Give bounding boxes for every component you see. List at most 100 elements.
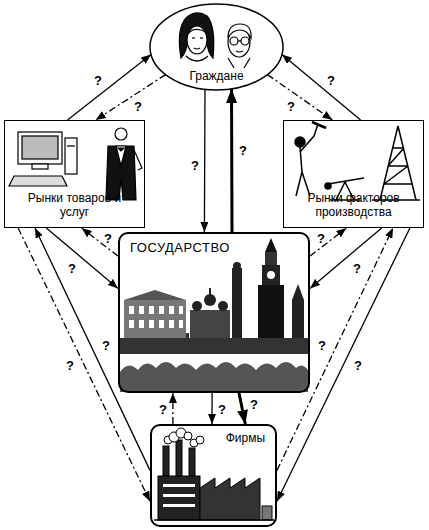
illustration-shape: [163, 504, 195, 507]
illustration-shape: [115, 128, 127, 140]
node-label: Фирмы: [226, 432, 265, 446]
flow-question-mark: ?: [104, 231, 112, 246]
illustration-shape: [267, 271, 275, 279]
goods-flow-arrow: [310, 228, 382, 288]
illustration-shape: [292, 284, 304, 300]
flow-question-mark: ?: [191, 158, 199, 173]
flow-question-mark: ?: [239, 143, 247, 158]
market-box: Рынки факторов производства: [283, 120, 424, 228]
node-label: ГОСУДАРСТВО: [130, 241, 230, 256]
illustration-shape: [67, 145, 75, 146]
illustration-shape: [209, 288, 211, 295]
illustration-shape: [124, 300, 186, 338]
illustration-shape: [118, 148, 124, 151]
state-box: ГОСУДАРСТВО: [118, 232, 310, 393]
illustration-shape: [228, 58, 250, 68]
ellipse-shape: [150, 4, 283, 90]
illustration-shape: [262, 506, 272, 520]
illustration-shape: [159, 320, 164, 328]
firms-box: Фирмы: [150, 424, 277, 527]
goods-flow-arrow: [282, 55, 361, 121]
illustration-shape: [188, 29, 206, 34]
illustration-shape: [204, 294, 216, 306]
worker-and-derrick: [295, 122, 420, 200]
flow-question-mark: ?: [159, 402, 167, 417]
illustration-shape: [312, 122, 326, 128]
flow-question-mark: ?: [354, 358, 362, 373]
illustration-shape: [192, 301, 202, 311]
illustration-shape: [187, 26, 207, 54]
illustration-shape: [149, 306, 154, 314]
flow-question-mark: ?: [353, 261, 361, 276]
goods-flow-arrow: [35, 228, 150, 470]
illustration-shape: [176, 440, 182, 476]
node-label: Рынки факторов производства: [298, 192, 409, 220]
illustration-shape: [238, 40, 241, 41]
flow-question-mark: ?: [317, 231, 325, 246]
illustration-shape: [149, 320, 154, 328]
flow-question-mark: ?: [102, 338, 110, 353]
illustration-shape: [154, 519, 274, 521]
illustration-shape: [200, 478, 260, 520]
goods-flow-arrow: [230, 89, 234, 232]
illustration-shape: [124, 290, 186, 300]
illustration-shape: [232, 268, 242, 338]
illustration-shape: [139, 306, 144, 314]
illustration-shape: [120, 338, 308, 354]
flow-question-mark: ?: [94, 73, 102, 88]
illustration-shape: [262, 265, 280, 285]
flow-question-mark: ?: [66, 358, 74, 373]
flow-question-mark: ?: [318, 338, 326, 353]
flow-question-mark: ?: [287, 99, 295, 114]
illustration-shape: [184, 432, 192, 440]
illustration-shape: [228, 24, 251, 38]
money-flow-arrow: [267, 75, 332, 120]
illustration-shape: [192, 37, 195, 38]
illustration-shape: [129, 320, 134, 328]
illustration-shape: [380, 126, 416, 200]
illustration-shape: [65, 138, 77, 174]
goods-flow-arrow: [204, 89, 206, 232]
node-label: Граждане: [149, 70, 284, 84]
illustration-shape: [163, 484, 195, 487]
illustration-shape: [189, 448, 195, 476]
illustration-shape: [296, 147, 310, 196]
illustration-shape: [22, 136, 58, 159]
illustration-shape: [265, 238, 277, 252]
illustration-shape: [292, 300, 304, 338]
illustration-shape: [230, 37, 238, 45]
goods-flow-arrow: [46, 228, 118, 288]
goods-flow-arrow: [239, 393, 245, 424]
illustration-shape: [163, 446, 169, 476]
flow-question-mark: ?: [68, 261, 76, 276]
illustration-shape: [186, 56, 208, 61]
illustration-shape: [18, 132, 62, 164]
illustration-shape: [300, 124, 318, 152]
illustration-shape: [134, 150, 142, 170]
kremlin-illustration: [120, 238, 308, 392]
illustration-shape: [258, 285, 284, 338]
money-flow-arrow: [310, 228, 346, 256]
money-flow-arrow: [172, 393, 173, 424]
citizens-faces: [179, 13, 251, 68]
illustration-shape: [32, 164, 48, 169]
money-flow-arrow: [277, 228, 393, 470]
illustration-shape: [159, 306, 164, 314]
illustration-shape: [194, 48, 200, 49]
illustration-shape: [233, 262, 241, 270]
illustration-shape: [325, 183, 331, 189]
illustration-shape: [169, 306, 174, 314]
illustration-shape: [236, 51, 243, 52]
money-flow-arrow: [96, 75, 166, 120]
goods-flow-arrow: [68, 55, 152, 121]
illustration-shape: [116, 146, 126, 166]
node-label: Рынки товаров и услуг: [19, 192, 130, 220]
factory-illustration: [154, 428, 274, 520]
flow-question-mark: ?: [250, 397, 258, 412]
money-flow-arrow: [82, 228, 118, 256]
illustration-shape: [120, 362, 308, 392]
goods-flow-arrow: [277, 228, 410, 501]
